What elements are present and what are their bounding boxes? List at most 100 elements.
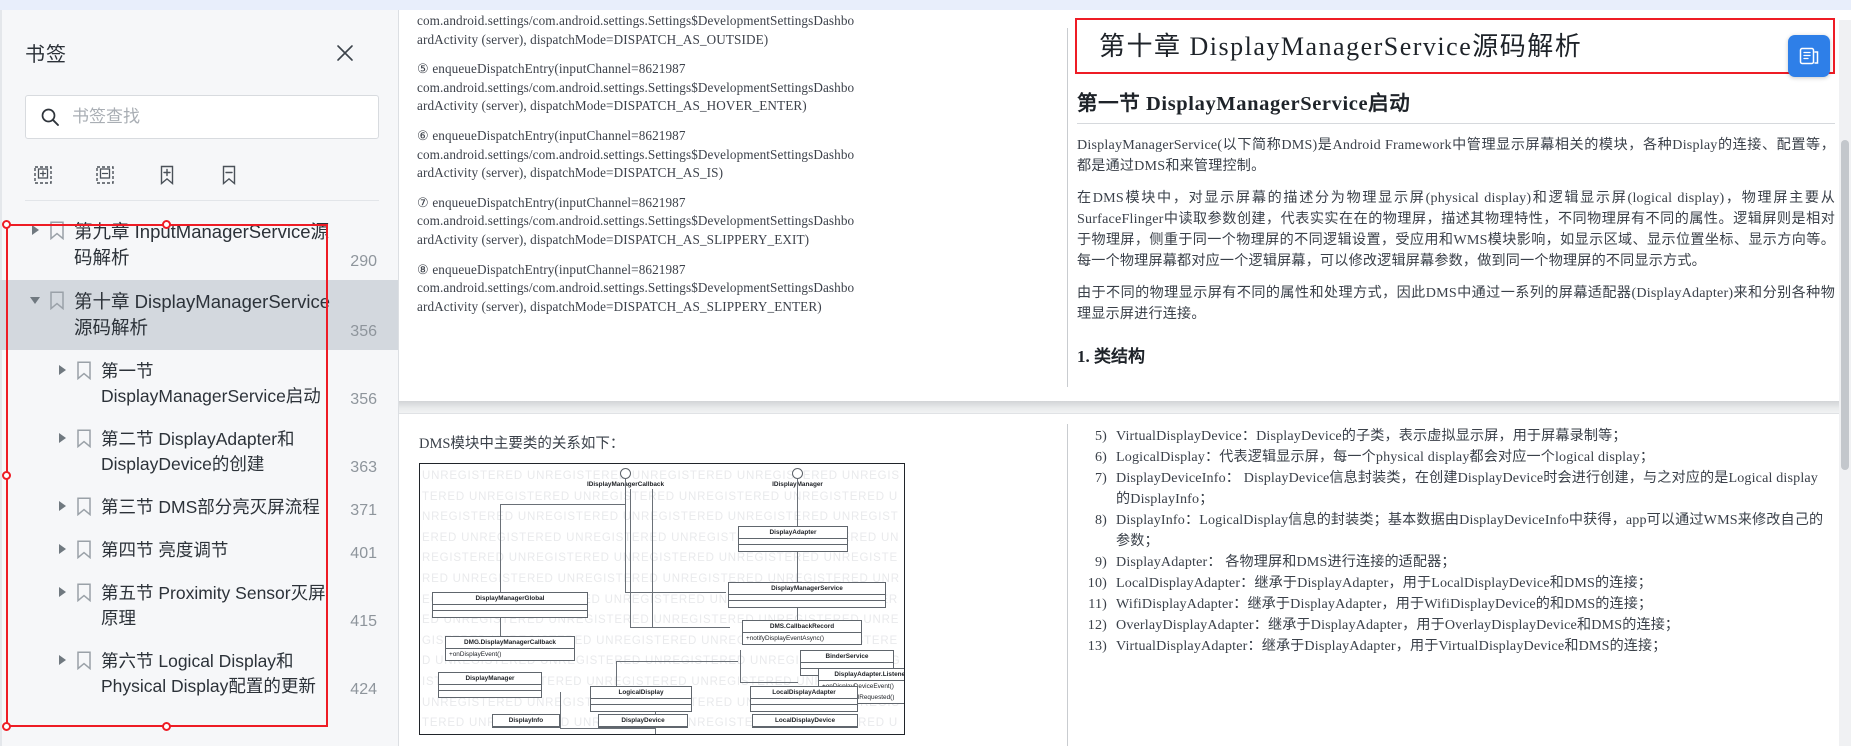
class-list-item: 5)VirtualDisplayDevice：DisplayDevice的子类，…	[1077, 426, 1835, 447]
top-strip	[0, 0, 1851, 10]
document-viewer[interactable]: com.android.settings/com.android.setting…	[399, 10, 1851, 746]
uml-class-title: LocalDisplayAdapter	[751, 687, 857, 699]
close-icon[interactable]	[332, 40, 358, 66]
bookmark-label: 第一节 DisplayManagerService启动	[101, 361, 321, 406]
body-paragraph: 在DMS模块中，对显示屏幕的描述分为物理显示屏(physical display…	[1077, 190, 1835, 269]
remove-bookmark-icon[interactable]	[216, 162, 242, 188]
document-page-1: com.android.settings/com.android.setting…	[399, 10, 1851, 401]
class-list-item: 9)DisplayAdapter： 各物理屏和DMS进行连接的适配器；	[1077, 552, 1835, 573]
list-item-text: DisplayDeviceInfo： DisplayDevice信息封装类，在创…	[1116, 470, 1818, 507]
chevron-right-icon[interactable]	[55, 495, 69, 517]
uml-class-title: DMG.DisplayManagerCallback	[446, 637, 574, 649]
lollipop-idisplaymanager: IDisplayManager	[772, 468, 823, 488]
scrollbar-thumb[interactable]	[1841, 140, 1849, 470]
list-item-number: 9)	[1094, 554, 1107, 570]
uml-class-title: DisplayAdapter.Listener	[819, 669, 904, 681]
vertical-scrollbar[interactable]	[1839, 20, 1851, 746]
list-item-number: 8)	[1094, 512, 1107, 528]
list-item-text: DisplayInfo：LogicalDisplay信息的封装类；基本数据由Di…	[1116, 512, 1824, 549]
page1-left-column: com.android.settings/com.android.setting…	[409, 10, 1059, 327]
list-item-number: 11)	[1088, 596, 1107, 612]
body-paragraph: DisplayManagerService(以下简称DMS)是Android F…	[1077, 137, 1835, 174]
uml-class-title: LocalDisplayDevice	[753, 715, 857, 727]
bookmark-label: 第九章 InputManagerService源码解析	[74, 221, 329, 268]
body-paragraph: 由于不同的物理显示屏有不同的属性和处理方式，因此DMS中通过一系列的屏幕适配器(…	[1077, 285, 1835, 322]
uml-class-title: DMS.CallbackRecord	[743, 621, 861, 633]
uml-class-logicaldisplay: LogicalDisplay	[590, 686, 692, 712]
chevron-right-icon[interactable]	[28, 219, 42, 241]
uml-class-title: DisplayDevice	[599, 715, 687, 727]
bookmark-tree-item[interactable]: 第六节 Logical Display和Physical Display配置的更…	[0, 640, 398, 708]
bookmark-label: 第五节 Proximity Sensor灭屏原理	[101, 583, 326, 628]
document-page-2: DMS模块中主要类的关系如下： UNREGISTERED UNREGISTERE…	[399, 414, 1851, 746]
bookmark-tree-item[interactable]: 第二节 DisplayAdapter和DisplayDevice的创建 363	[0, 418, 398, 486]
list-item-number: 10)	[1087, 575, 1107, 591]
uml-class-displaymanagerservice: DisplayManagerService	[728, 582, 886, 608]
uml-class-dms-callbackrecord: DMS.CallbackRecord +notifyDisplayEventAs…	[742, 620, 862, 645]
chevron-right-icon[interactable]	[55, 649, 69, 671]
panel-header: 书签	[25, 38, 378, 68]
bookmark-icon	[76, 540, 92, 559]
diagram-caption: DMS模块中主要类的关系如下：	[419, 436, 625, 452]
class-list-item: 6)LogicalDisplay：代表逻辑显示屏，每一个physical dis…	[1077, 447, 1835, 468]
chevron-right-icon[interactable]	[55, 359, 69, 381]
chevron-right-icon[interactable]	[55, 427, 69, 449]
chevron-right-icon[interactable]	[55, 581, 69, 603]
uml-class-title: DisplayManagerGlobal	[433, 593, 587, 605]
uml-class-title: BinderService	[801, 651, 893, 663]
code-block: ⑦ enqueueDispatchEntry(inputChannel=8621…	[417, 194, 855, 247]
page2-right-column: 5)VirtualDisplayDevice：DisplayDevice的子类，…	[1075, 414, 1835, 657]
bookmark-page-number: 363	[350, 459, 377, 476]
bookmark-tree: 第九章 InputManagerService源码解析 290 第十章 Displa…	[0, 210, 398, 746]
list-item-number: 12)	[1087, 617, 1107, 633]
uml-class-displaymanager: DisplayManager	[438, 672, 542, 698]
class-list-item: 10)LocalDisplayAdapter：继承于DisplayAdapter…	[1077, 573, 1835, 594]
page2-column-divider	[1067, 424, 1068, 746]
chapter-title-annotation: 第十章 DisplayManagerService源码解析	[1075, 18, 1835, 74]
uml-class-diagram: UNREGISTERED UNREGISTERED UNREGISTERED U…	[419, 463, 905, 735]
class-list-item: 12)OverlayDisplayAdapter：继承于DisplayAdapt…	[1077, 615, 1835, 636]
bookmark-page-number: 424	[350, 681, 377, 698]
code-block: com.android.settings/com.android.setting…	[417, 13, 855, 47]
expand-all-icon[interactable]	[30, 162, 56, 188]
bookmark-icon	[76, 651, 92, 670]
uml-class-title: DisplayManager	[439, 673, 541, 685]
bookmark-label: 第六节 Logical Display和Physical Display配置的更…	[101, 651, 316, 696]
list-item-text: VirtualDisplayDevice：DisplayDevice的子类，表示…	[1116, 428, 1627, 444]
collapse-all-icon[interactable]	[92, 162, 118, 188]
reader-tool-button[interactable]	[1788, 35, 1830, 77]
bookmarks-panel: 书签	[0, 10, 399, 746]
bookmark-icon	[49, 291, 65, 310]
code-block: ⑧ enqueueDispatchEntry(inputChannel=8621…	[417, 261, 855, 314]
bookmark-label: 第二节 DisplayAdapter和DisplayDevice的创建	[101, 429, 295, 474]
bookmark-toolbar	[30, 156, 370, 194]
bookmark-label: 第十章 DisplayManagerService源码解析	[74, 291, 331, 338]
uml-class-displaydevice: DisplayDevice	[598, 714, 688, 728]
uml-class-displayadapter: DisplayAdapter	[738, 526, 848, 552]
section-title: 第一节 DisplayManagerService启动	[1077, 86, 1835, 124]
list-item-text: WifiDisplayAdapter：继承于DisplayAdapter，用于W…	[1116, 596, 1653, 612]
page-separator	[399, 401, 1851, 414]
panel-left-edge	[0, 10, 2, 746]
uml-class-title: DisplayManagerService	[729, 583, 885, 595]
bookmark-tree-item[interactable]: 第九章 InputManagerService源码解析 290	[0, 210, 398, 280]
class-list-item: 8) DisplayInfo：LogicalDisplay信息的封装类；基本数据由…	[1077, 510, 1835, 552]
bookmark-page-number: 290	[350, 253, 377, 270]
search-input[interactable]	[72, 107, 364, 127]
list-item-text: VirtualDisplayAdapter：继承于DisplayAdapter，…	[1116, 638, 1667, 654]
sub-heading: 1. 类结构	[1077, 347, 1145, 366]
bookmark-icon	[76, 361, 92, 380]
search-box[interactable]	[25, 95, 379, 139]
chevron-right-icon[interactable]	[55, 538, 69, 560]
bookmark-label: 第三节 DMS部分亮灭屏流程	[101, 497, 320, 517]
chevron-down-icon[interactable]	[28, 289, 42, 311]
bookmark-icon	[76, 583, 92, 602]
add-bookmark-icon[interactable]	[154, 162, 180, 188]
uml-class-dmg-displaymanagercallback: DMG.DisplayManagerCallback +onDisplayEve…	[445, 636, 575, 661]
